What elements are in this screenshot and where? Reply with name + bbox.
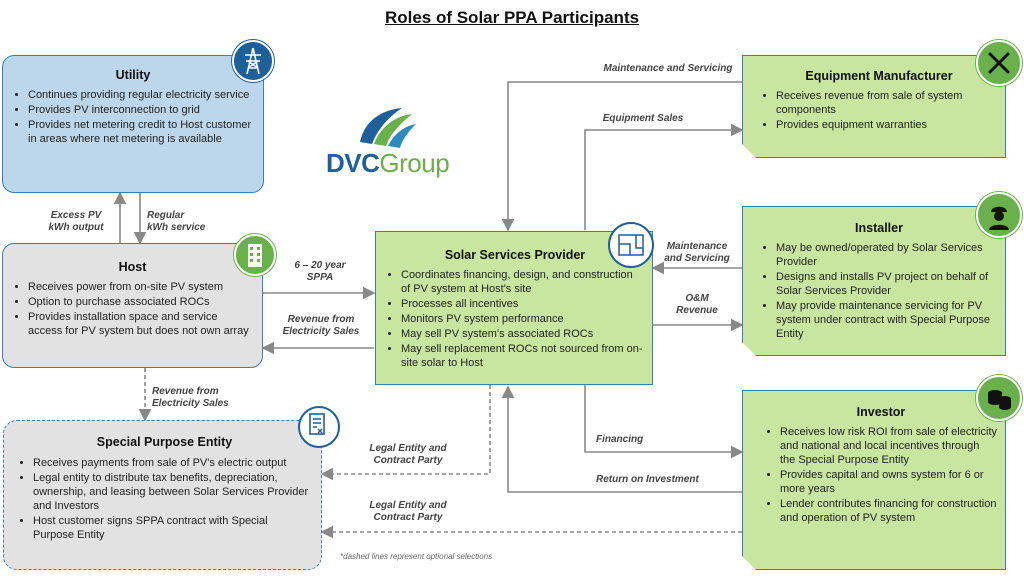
list-item: Provides capital and owns system for 6 o… <box>780 468 997 496</box>
list-item: Designs and installs PV project on behal… <box>776 270 997 298</box>
coins-icon <box>976 375 1022 421</box>
list-item: Processes all incentives <box>401 297 644 311</box>
blueprint-icon <box>608 222 654 268</box>
utility-title: Utility <box>115 68 151 82</box>
label-excess-pv: Excess PV kWh output <box>48 210 104 233</box>
page-title: Roles of Solar PPA Participants <box>384 8 640 27</box>
list-item: May be owned/operated by Solar Services … <box>776 241 997 269</box>
document-icon <box>298 406 340 448</box>
installer-bullets: May be owned/operated by Solar Services … <box>761 241 997 341</box>
list-item: Option to purchase associated ROCs <box>28 295 252 309</box>
logo-swoosh-icon <box>360 108 416 148</box>
building-icon <box>234 234 276 276</box>
list-item: Receives power from on-site PV system <box>28 280 252 294</box>
list-item: Legal entity to distribute tax benefits,… <box>33 471 311 513</box>
investor-box: Investor Receives low risk ROI from sale… <box>742 390 1006 570</box>
special-purpose-entity-box: Special Purpose Entity Receives payments… <box>3 420 322 570</box>
label-maint-installer: Maintenance and Servicing <box>664 241 730 264</box>
list-item: Provides PV interconnection to grid <box>28 103 253 117</box>
logo-text-group: Group <box>379 148 450 178</box>
list-item: May sell PV system's associated ROCs <box>401 327 644 341</box>
label-revenue-host: Revenue from Electricity Sales <box>282 314 360 337</box>
label-financing: Financing <box>596 434 644 445</box>
investor-bullets: Receives low risk ROI from sale of elect… <box>765 425 997 525</box>
solar-services-provider-box: Solar Services Provider Coordinates fina… <box>375 231 653 385</box>
label-legal-ssp: Legal Entity and Contract Party <box>369 443 447 466</box>
tools-icon <box>976 40 1022 86</box>
host-box: Host Receives power from on-site PV syst… <box>2 243 263 368</box>
label-regular-kwh: Regular kWh service <box>147 210 206 233</box>
arrow-ssp-spe <box>320 385 491 481</box>
list-item: Coordinates financing, design, and const… <box>401 268 644 296</box>
label-maint-top: Maintenance and Servicing <box>603 63 733 74</box>
power-tower-icon <box>232 40 274 82</box>
ssp-title: Solar Services Provider <box>444 248 586 262</box>
installer-title: Installer <box>855 221 903 235</box>
list-item: Host customer signs SPPA contract with S… <box>33 514 311 542</box>
label-om-revenue: O&M Revenue <box>676 293 718 316</box>
arrow-roi <box>501 385 742 493</box>
list-item: Continues providing regular electricity … <box>28 88 253 102</box>
arrow-financing <box>584 385 744 459</box>
spe-title: Special Purpose Entity <box>96 435 233 449</box>
equipment-manufacturer-box: Equipment Manufacturer Receives revenue … <box>742 55 1006 158</box>
arrow-equip-sales <box>584 123 744 230</box>
host-title: Host <box>118 260 147 274</box>
list-item: Lender contributes financing for constru… <box>780 497 997 525</box>
equipment-title: Equipment Manufacturer <box>805 69 953 83</box>
ssp-bullets: Coordinates financing, design, and const… <box>386 268 644 370</box>
worker-icon <box>976 192 1022 238</box>
dvc-group-logo: DVCGroup <box>326 104 456 180</box>
list-item: Provides installation space and service … <box>28 310 252 338</box>
utility-box: Utility Continues providing regular elec… <box>2 55 264 193</box>
equipment-bullets: Receives revenue from sale of system com… <box>761 89 997 132</box>
label-roi: Return on Investment <box>596 474 699 485</box>
label-revenue-spe: Revenue from Electricity Sales <box>152 386 229 409</box>
list-item: Provides equipment warranties <box>776 118 997 132</box>
list-item: May sell replacement ROCs not sourced fr… <box>401 342 644 370</box>
list-item: Receives low risk ROI from sale of elect… <box>780 425 997 467</box>
list-item: Receives revenue from sale of system com… <box>776 89 997 117</box>
utility-bullets: Continues providing regular electricity … <box>13 88 253 146</box>
label-equip-sales: Equipment Sales <box>602 113 684 124</box>
label-legal-investor: Legal Entity and Contract Party <box>369 500 447 523</box>
investor-title: Investor <box>856 405 906 419</box>
list-item: Receives payments from sale of PV's elec… <box>33 456 311 470</box>
list-item: Provides net metering credit to Host cus… <box>28 118 253 146</box>
label-sppa: 6 – 20 year SPPA <box>294 260 346 283</box>
host-bullets: Receives power from on-site PV system Op… <box>13 280 252 338</box>
list-item: May provide maintenance servicing for PV… <box>776 299 997 341</box>
spe-bullets: Receives payments from sale of PV's elec… <box>18 456 311 542</box>
list-item: Monitors PV system performance <box>401 312 644 326</box>
logo-text-dvc: DVC <box>326 148 380 178</box>
installer-box: Installer May be owned/operated by Solar… <box>742 206 1006 356</box>
footnote: *dashed lines represent optional selecti… <box>340 552 493 561</box>
arrow-maint-top <box>501 81 742 232</box>
